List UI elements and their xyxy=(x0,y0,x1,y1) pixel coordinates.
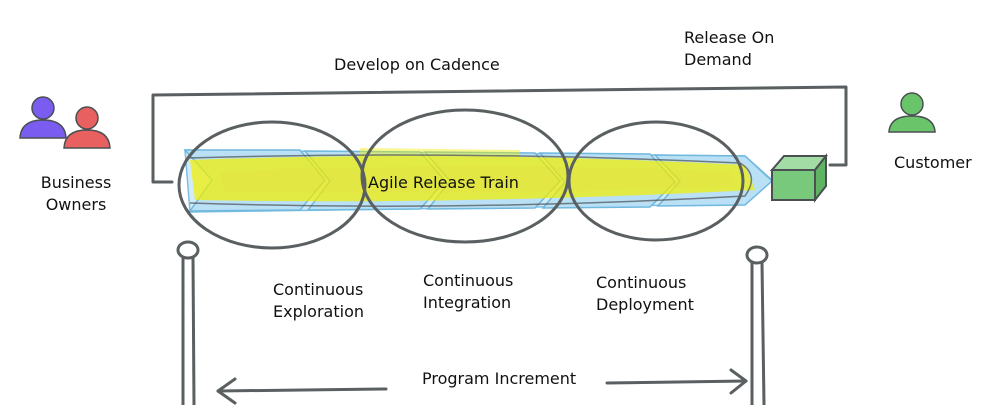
release-on-demand-line-1: Release On xyxy=(684,28,775,47)
pi-left-arrow xyxy=(216,377,388,405)
customer-icon xyxy=(888,92,936,133)
program-increment-label: Program Increment xyxy=(422,369,577,388)
continuous-deployment-label: Continuous Deployment xyxy=(596,272,694,316)
release-on-demand-label: Release On Demand xyxy=(684,27,774,71)
release-cube-icon xyxy=(769,153,829,203)
business-owner-purple-icon xyxy=(19,96,67,139)
business-owners-line-2: Owners xyxy=(45,195,107,214)
continuous-deployment-line-2: Deployment xyxy=(596,295,694,314)
train-highlight xyxy=(190,148,755,202)
cadence-bracket xyxy=(151,85,848,184)
agile-release-train-label: Agile Release Train xyxy=(368,173,519,192)
business-owners-label: Business Owners xyxy=(28,172,124,216)
continuous-integration-line-2: Integration xyxy=(423,293,512,312)
customer-label: Customer xyxy=(894,153,972,172)
continuous-deployment-line-1: Continuous xyxy=(596,273,687,292)
continuous-integration-label: Continuous Integration xyxy=(423,270,513,314)
pi-start-post xyxy=(176,240,200,406)
continuous-exploration-line-2: Exploration xyxy=(273,302,364,321)
pi-end-post xyxy=(745,245,769,406)
develop-on-cadence-label: Develop on Cadence xyxy=(334,55,500,74)
business-owner-red-icon xyxy=(63,106,111,149)
business-owners-line-1: Business xyxy=(40,173,112,192)
pi-right-arrow xyxy=(605,368,748,395)
exploration-circle xyxy=(177,120,367,250)
continuous-exploration-label: Continuous Exploration xyxy=(273,279,364,323)
continuous-exploration-line-1: Continuous xyxy=(273,280,364,299)
train-inner-line xyxy=(187,154,753,207)
deployment-circle xyxy=(567,120,745,242)
continuous-integration-line-1: Continuous xyxy=(423,271,514,290)
release-on-demand-line-2: Demand xyxy=(684,50,752,69)
